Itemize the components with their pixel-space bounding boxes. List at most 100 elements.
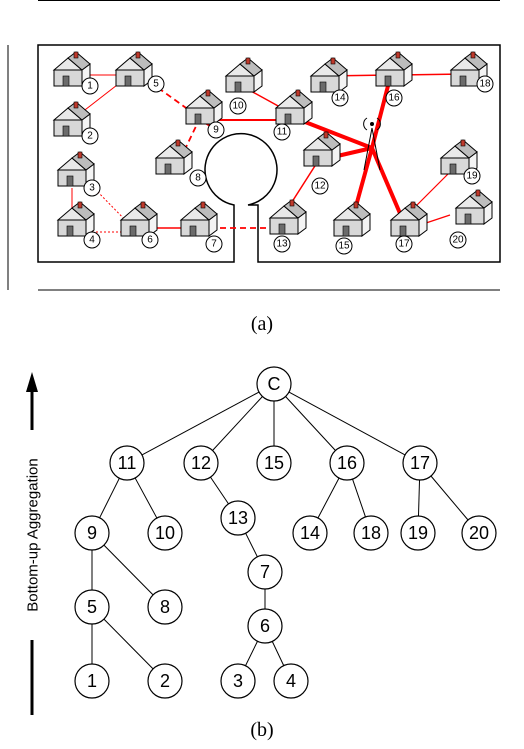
tree-node-label: 8 <box>160 597 170 617</box>
tree-node-18: 18 <box>353 515 389 551</box>
tree-edge-11-10 <box>134 477 158 519</box>
tree-node-circle <box>109 445 145 481</box>
tree-node-2: 2 <box>147 663 183 699</box>
house-5: 5 <box>115 51 165 93</box>
house-icon <box>269 199 307 235</box>
house-13: 13 <box>269 199 307 253</box>
tree-node-label: 9 <box>87 523 97 543</box>
tree-edge-17-19 <box>417 479 421 517</box>
tree-node-label: 17 <box>410 453 430 473</box>
tree-node-circle <box>74 515 110 551</box>
tree-node-4: 4 <box>273 663 309 699</box>
tree-node-circle <box>147 663 183 699</box>
house-label-circle <box>463 167 481 185</box>
house-label-circle <box>205 235 223 253</box>
tree-node-circle <box>147 515 183 551</box>
house-15: 15 <box>333 201 371 255</box>
house-label: 2 <box>87 131 93 142</box>
tree-node-circle <box>220 663 256 699</box>
house-8: 8 <box>155 139 207 187</box>
caption-a: (a) <box>251 313 273 335</box>
house-icon <box>333 201 371 237</box>
house-label-circle <box>331 89 349 107</box>
tree-edge-6-3 <box>245 641 258 666</box>
tree-edge-5-2 <box>103 618 154 670</box>
house-icon <box>310 57 348 93</box>
tree-node-label: 18 <box>361 523 381 543</box>
house-label: 9 <box>213 125 219 136</box>
tree-node-circle <box>220 500 256 536</box>
house-11: 11 <box>273 89 313 141</box>
tree-edge-6-4 <box>271 641 285 666</box>
tree-node-circle <box>402 445 438 481</box>
tree-node-label: 5 <box>87 597 97 617</box>
house-label-circle <box>335 237 353 255</box>
house-label: 11 <box>277 127 288 138</box>
tree-edge-C-11 <box>141 391 260 456</box>
tree-node-label: 4 <box>286 671 296 691</box>
tree-node-circle <box>292 515 328 551</box>
house-label-circle <box>83 231 101 249</box>
tree-edge-17-20 <box>430 475 469 521</box>
house-label: 15 <box>338 241 350 252</box>
tree-node-label: 13 <box>228 508 248 528</box>
tree-node-C: C <box>256 366 292 402</box>
tree-node-circle <box>147 589 183 625</box>
access-point-icon <box>363 117 381 171</box>
house-label-circle <box>449 231 467 249</box>
house-label: 4 <box>89 235 95 246</box>
tree-edge-16-14 <box>317 477 340 519</box>
house-icon <box>225 57 263 93</box>
tree-node-3: 3 <box>220 663 256 699</box>
tree-node-9: 9 <box>74 515 110 551</box>
house-icon <box>185 89 223 125</box>
house-20: 20 <box>449 189 493 249</box>
house-label: 16 <box>388 93 400 104</box>
tree-node-6: 6 <box>247 608 283 644</box>
axis-label-bg <box>22 430 44 640</box>
house-label: 10 <box>232 101 244 112</box>
house-label: 6 <box>147 235 153 246</box>
tree-node-circle <box>273 663 309 699</box>
house-3: 3 <box>57 151 101 197</box>
tree-node-label: 2 <box>160 671 170 691</box>
house-2: 2 <box>53 101 99 145</box>
tree-node-15: 15 <box>256 445 292 481</box>
house-icon <box>180 201 218 237</box>
house-label: 13 <box>276 239 288 250</box>
tree-node-10: 10 <box>147 515 183 551</box>
tree-node-16: 16 <box>329 445 365 481</box>
house-19: 19 <box>440 139 481 185</box>
house-14: 14 <box>310 57 349 107</box>
house-label: 20 <box>452 235 464 246</box>
house-label-circle <box>141 231 159 249</box>
house-icon <box>115 51 153 87</box>
tree-edge-11-9 <box>99 477 120 519</box>
house-icon <box>275 89 313 125</box>
area-boundary <box>37 44 501 263</box>
house-12: 12 <box>303 131 341 195</box>
tree-node-12: 12 <box>183 445 219 481</box>
tree-node-circle <box>247 554 283 590</box>
tree-edge-9-8 <box>103 544 154 596</box>
tree-node-circle <box>400 515 436 551</box>
house-label: 19 <box>466 171 478 182</box>
house-4: 4 <box>57 201 101 249</box>
house-7: 7 <box>180 201 223 253</box>
tree-node-label: 14 <box>300 523 320 543</box>
tree-node-label: 11 <box>118 453 137 473</box>
house-label-circle <box>273 123 291 141</box>
house-label: 18 <box>479 79 491 90</box>
tree-edge-16-18 <box>352 478 366 518</box>
house-icon <box>303 131 341 167</box>
house-label-circle <box>147 75 165 93</box>
tree-node-label: 1 <box>87 671 97 691</box>
house-10: 10 <box>225 57 263 115</box>
tree-node-13: 13 <box>220 500 256 536</box>
house-label: 3 <box>89 183 95 194</box>
house-label: 17 <box>398 239 410 250</box>
house-16: 16 <box>375 51 413 107</box>
tree-node-circle <box>256 445 292 481</box>
